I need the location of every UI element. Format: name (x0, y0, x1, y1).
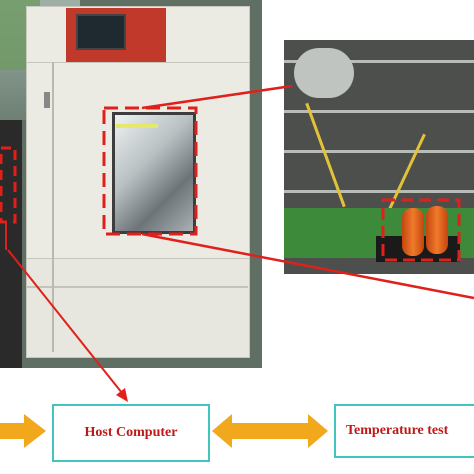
battery-cell (426, 206, 448, 254)
fan-housing (294, 48, 354, 98)
rack-bar (284, 60, 474, 63)
chamber-display (76, 14, 126, 50)
window-light-strip (116, 124, 158, 128)
battery-callout-box (381, 198, 461, 262)
zoom-line-bottom (141, 232, 474, 300)
window-callout-box (102, 106, 198, 236)
temperature-test-label: Temperature test (346, 423, 449, 438)
zoom-line-top (141, 84, 293, 110)
battery-cell (402, 208, 424, 256)
input-arrow (0, 414, 46, 448)
door-handle (44, 92, 50, 108)
cable-arrowhead (116, 388, 128, 402)
chamber-base (26, 258, 250, 358)
cable-to-host-line (7, 249, 127, 399)
host-computer-label: Host Computer (84, 425, 178, 440)
temperature-test-box: Temperature test (334, 404, 474, 458)
bidirectional-arrow (212, 414, 328, 448)
rack-bar (284, 110, 474, 113)
chamber-photo (0, 0, 262, 368)
rack-bar (284, 190, 474, 193)
battery-closeup-photo (284, 40, 474, 274)
chamber-base-divider (26, 286, 248, 288)
host-computer-box: Host Computer (52, 404, 210, 462)
rack-bar (284, 150, 474, 153)
door-seam (52, 62, 54, 352)
port-callout-box (0, 146, 17, 224)
